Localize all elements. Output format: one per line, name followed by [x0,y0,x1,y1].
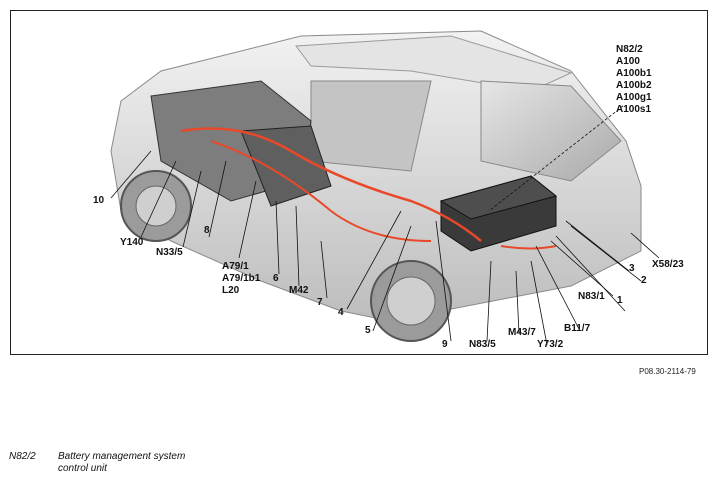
callout-a100g1: A100g1 [616,92,652,103]
callout-a79-stack: A79/1 A79/1b1 L20 [222,261,260,297]
callout-4: 4 [338,307,344,318]
callout-x58-23: X58/23 [652,259,684,270]
callout-a100s1: A100s1 [616,104,652,115]
callout-10: 10 [93,195,105,206]
callout-y140: Y140 [120,237,144,248]
callout-n83-5: N83/5 [469,339,496,350]
vehicle-illustration [110,30,660,346]
callout-1: 1 [617,295,623,306]
callout-n33-5: N33/5 [156,247,183,258]
callout-a100b2: A100b2 [616,80,652,91]
callout-m42: M42 [289,285,309,296]
hv-cable [180,127,482,242]
callout-b11-7: B11/7 [564,323,591,334]
legend-code: N82/2 [9,451,36,462]
leader-lines [110,105,660,346]
callout-m43-7: M43/7 [508,327,536,338]
legend-description: Battery management system control unit [58,451,185,475]
callout-8: 8 [204,225,210,236]
callout-n83-1: N83/1 [578,291,605,302]
figure-reference: P08.30-2114-79 [639,367,696,376]
legend-description-line1: Battery management system [58,451,186,462]
callout-l20: L20 [222,285,240,296]
callout-battery-stack: N82/2 A100 A100b1 A100b2 A100g1 A100s1 [616,44,652,116]
callout-a100: A100 [616,56,640,67]
rear-window [480,80,622,182]
callout-6: 6 [273,273,279,284]
diagram-frame: 10 Y140 N33/5 8 A79/1 A79/1b1 L20 6 M42 … [10,10,708,355]
callout-a79-1: A79/1 [222,261,249,272]
callout-7: 7 [317,297,323,308]
callout-a79-1b1: A79/1b1 [222,273,261,284]
legend-description-line2: control unit [58,463,107,474]
callout-n82-2: N82/2 [616,44,643,55]
callout-y73-2: Y73/2 [537,339,564,350]
side-window [310,80,432,172]
callout-a100b1: A100b1 [616,68,652,79]
callout-2: 2 [641,275,647,286]
callout-5: 5 [365,325,371,336]
callout-3: 3 [629,263,635,274]
callout-9: 9 [442,339,448,350]
